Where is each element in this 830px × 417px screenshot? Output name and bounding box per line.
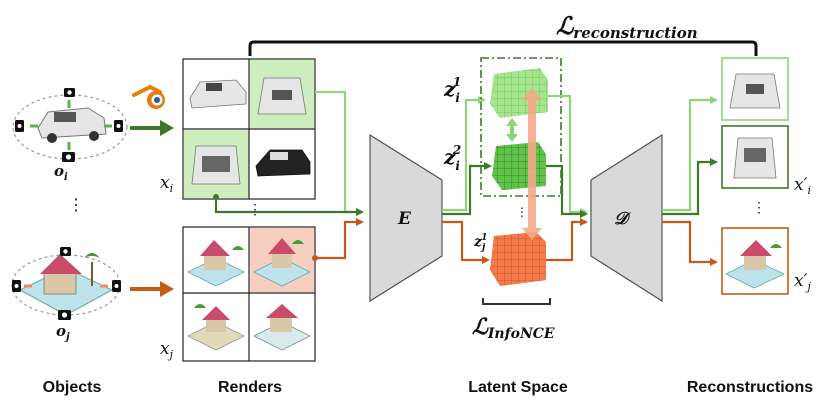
car-render-icon — [257, 77, 307, 115]
loss-infonce-label: ℒInfoNCE — [472, 314, 555, 342]
latent-z-i1 — [490, 68, 548, 118]
camera-icon — [12, 280, 21, 292]
car-render-icon — [189, 79, 247, 109]
latent-ellipsis: ⋮ — [516, 205, 528, 219]
render-i-light-to-encoder — [315, 90, 364, 216]
car-render-icon — [255, 149, 311, 177]
reconstruction-i1 — [721, 57, 789, 121]
renders-ellipsis: ⋮ — [248, 202, 262, 218]
render-i-dark-to-encoder — [214, 197, 364, 216]
reconstruction-bracket — [248, 40, 758, 56]
z-j1-to-decoder — [546, 218, 588, 262]
renders-grid-i — [182, 58, 316, 200]
camera-icon — [58, 310, 71, 320]
object-i-label: oi — [54, 162, 68, 183]
decoder-label: 𝒟 — [614, 209, 631, 229]
objects-ellipsis: ⋮ — [68, 195, 84, 214]
encoder-to-z-j1 — [442, 220, 490, 264]
z-i2-label: zi2 — [443, 143, 461, 173]
house-render-icon — [253, 304, 311, 351]
house-object-icon — [18, 253, 114, 316]
encoder-to-z-i2 — [442, 162, 492, 216]
reconstruction-j — [721, 227, 789, 295]
house-render-icon — [253, 238, 311, 287]
caption-reconstructions: Reconstructions — [687, 379, 813, 396]
recon-ellipsis: ⋮ — [752, 200, 766, 216]
decoder-to-recon-i1 — [662, 96, 718, 212]
camera-icon — [112, 280, 121, 292]
infonce-bracket — [482, 298, 551, 305]
camera-icon — [64, 88, 75, 97]
x-i-label: xi — [160, 173, 173, 195]
z-i1-to-decoder — [548, 94, 588, 216]
z-j1-label: zj1 — [473, 233, 487, 253]
camera-icon — [62, 152, 75, 162]
encoder-block — [369, 133, 443, 303]
object-j-label: oj — [56, 322, 70, 343]
object-i-to-renders-arrow — [130, 120, 174, 136]
reconstruction-i2 — [721, 125, 789, 189]
positive-pair-arrow — [506, 118, 518, 142]
blender-logo-icon — [132, 84, 165, 109]
loss-reconstruction-label: ℒreconstruction — [556, 11, 698, 42]
xp-i-label: x′i — [794, 175, 811, 197]
object-j-to-renders-arrow — [130, 281, 174, 297]
z-i1-label: zi1 — [443, 75, 461, 105]
latent-z-j1 — [490, 232, 546, 286]
car-render-icon — [191, 145, 241, 185]
encoder-to-z-i1 — [442, 96, 486, 212]
object-j — [11, 247, 121, 320]
renders-grid-j — [182, 226, 316, 362]
camera-icon — [15, 120, 24, 132]
encoder-label: E — [397, 209, 412, 229]
caption-latent-space: Latent Space — [468, 379, 568, 396]
car-object-icon — [37, 107, 107, 143]
z-i2-to-decoder — [546, 164, 588, 218]
caption-renders: Renders — [218, 379, 282, 396]
house-render-icon — [187, 304, 245, 351]
object-i — [12, 88, 128, 162]
caption-objects: Objects — [43, 379, 102, 396]
decoder-to-recon-i2 — [662, 158, 718, 216]
camera-icon — [114, 120, 123, 132]
positive-pair-box — [480, 57, 562, 197]
negative-pair-arrow — [522, 88, 542, 240]
xp-j-label: x′j — [794, 271, 811, 293]
x-j-label: xj — [160, 339, 174, 361]
render-j-to-encoder — [315, 218, 364, 260]
decoder-to-recon-j — [662, 220, 718, 266]
house-render-icon — [187, 240, 245, 287]
latent-z-i2 — [492, 142, 546, 190]
decoder-block — [590, 133, 663, 303]
camera-icon — [60, 247, 71, 256]
